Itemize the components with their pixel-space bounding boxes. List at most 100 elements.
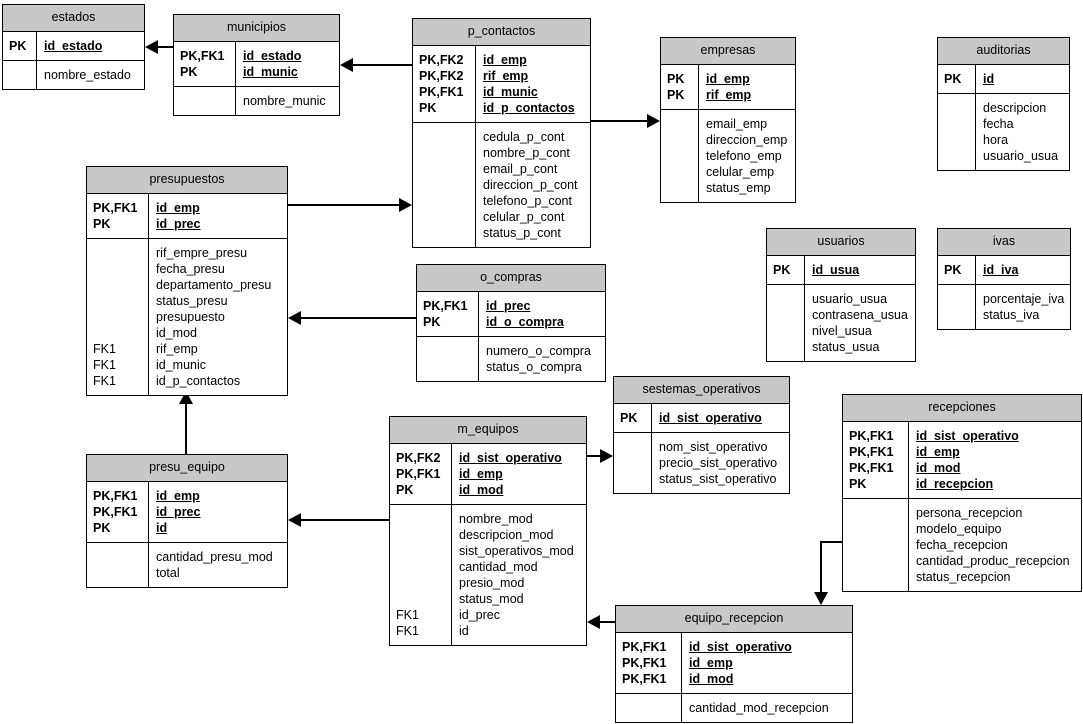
arrowhead-mequipos-presuequipo	[288, 513, 301, 527]
attr-field: fecha	[983, 116, 1014, 131]
attr-field: status_recepcion	[916, 569, 1011, 584]
key-flag: PK	[849, 476, 867, 491]
entity-estados[interactable]: estados PK id_estado nombre_estado	[2, 4, 145, 90]
entity-title-sestemas-operativos: sestemas_operativos	[614, 377, 789, 404]
connector-municipios-estados	[158, 46, 174, 48]
entity-title-ivas: ivas	[938, 229, 1070, 256]
attr-field: persona_recepcion	[916, 505, 1023, 520]
key-flag: PK,FK1	[93, 200, 138, 215]
attr-field: descripcion	[983, 100, 1047, 115]
entity-o-compras[interactable]: o_compras PK,FK1 PK id_prec id_o_compra …	[416, 264, 606, 382]
entity-usuarios[interactable]: usuarios PK id_usua usuario_usua contras…	[766, 228, 916, 362]
key-field: id_emp	[459, 466, 503, 481]
attr-field: status_presu	[156, 293, 228, 308]
entity-m-equipos[interactable]: m_equipos PK,FK2 PK,FK1 PK id_sist_opera…	[389, 416, 587, 646]
entity-title-estados: estados	[3, 5, 144, 32]
entity-title-usuarios: usuarios	[767, 229, 915, 256]
connector-mequipos-presuequipo	[301, 519, 389, 521]
entity-keys-sestemas-operativos: PK id_sist_operativo	[614, 403, 789, 433]
attr-flag	[93, 325, 144, 341]
entity-attributes-usuarios: usuario_usua contrasena_usua nivel_usua …	[767, 284, 915, 361]
attr-flag	[93, 293, 144, 309]
entity-title-recepciones: recepciones	[843, 395, 1081, 422]
key-flag: PK,FK1	[93, 488, 138, 503]
attr-field: nombre_mod	[459, 511, 533, 526]
attr-field: descripcion_mod	[459, 527, 554, 542]
attr-flag	[396, 543, 447, 559]
attr-field: cantidad_produc_recepcion	[916, 553, 1070, 568]
key-field: id_prec	[156, 216, 201, 231]
key-flag: PK	[667, 71, 685, 86]
entity-keys-usuarios: PK id_usua	[767, 255, 915, 285]
key-field: id_emp	[689, 655, 733, 670]
attr-field: cantidad_mod	[459, 559, 538, 574]
entity-attributes-empresas: email_emp direccion_emp telefono_emp cel…	[661, 109, 795, 202]
attr-field: direccion_p_cont	[483, 177, 578, 192]
attr-field: modelo_equipo	[916, 521, 1002, 536]
entity-keys-presu-equipo: PK,FK1 PK,FK1 PK id_emp id_prec id	[87, 481, 287, 543]
key-field: id_mod	[916, 460, 961, 475]
entity-attributes-recepciones: persona_recepcion modelo_equipo fecha_re…	[843, 498, 1081, 591]
key-field: id	[983, 71, 995, 86]
attr-flag	[667, 116, 694, 132]
entity-p-contactos[interactable]: p_contactos PK,FK2 PK,FK2 PK,FK1 PK id_e…	[412, 18, 591, 248]
entity-presu-equipo[interactable]: presu_equipo PK,FK1 PK,FK1 PK id_emp id_…	[86, 454, 288, 588]
entity-title-equipo-recepcion: equipo_recepcion	[616, 606, 852, 633]
attr-field: email_emp	[706, 116, 768, 131]
connector-presuequipo-presupuestos	[185, 403, 187, 455]
attr-field: cantidad_presu_mod	[156, 549, 273, 564]
attr-field: contrasena_usua	[812, 307, 908, 322]
entity-recepciones[interactable]: recepciones PK,FK1 PK,FK1 PK,FK1 PK id_s…	[842, 394, 1082, 592]
attr-field: fecha_presu	[156, 261, 225, 276]
key-flag: PK,FK1	[396, 466, 441, 481]
attr-field: hora	[983, 132, 1009, 147]
key-field: id_o_compra	[486, 314, 564, 329]
attr-flag	[944, 100, 971, 116]
entity-sestemas-operativos[interactable]: sestemas_operativos PK id_sist_operativo…	[613, 376, 790, 494]
key-field: rif_emp	[483, 68, 529, 83]
key-flag: PK	[396, 482, 414, 497]
connector-mequipos-sestemas	[587, 455, 600, 457]
entity-keys-o-compras: PK,FK1 PK id_prec id_o_compra	[417, 291, 605, 337]
entity-attributes-presupuestos: FK1 FK1 FK1 rif_empre_presu fecha_presu …	[87, 238, 287, 395]
key-flag: PK,FK1	[849, 444, 894, 459]
attr-field: rif_empre_presu	[156, 245, 248, 260]
attr-field: fecha_recepcion	[916, 537, 1008, 552]
arrowhead-mequipos-sestemas	[600, 449, 613, 463]
attr-field: status_iva	[983, 307, 1040, 322]
attr-field: sist_operativos_mod	[459, 543, 574, 558]
attr-field: nombre_munic	[243, 93, 326, 108]
entity-ivas[interactable]: ivas PK id_iva porcentaje_iva status_iva	[937, 228, 1071, 330]
attr-field: porcentaje_iva	[983, 291, 1065, 306]
entity-equipo-recepcion[interactable]: equipo_recepcion PK,FK1 PK,FK1 PK,FK1 id…	[615, 605, 853, 723]
attr-field: status_sist_operativo	[659, 471, 777, 486]
entity-municipios[interactable]: municipios PK,FK1 PK id_estado id_munic …	[173, 14, 340, 116]
attr-flag	[396, 511, 447, 527]
key-field: id_prec	[156, 504, 201, 519]
key-field: id_emp	[483, 52, 527, 67]
attr-flag	[93, 549, 144, 565]
attr-flag	[622, 700, 677, 716]
attr-field: total	[156, 565, 180, 580]
entity-presupuestos[interactable]: presupuestos PK,FK1 PK id_emp id_prec FK…	[86, 166, 288, 396]
connector-recepciones-equiporecepcion-h	[820, 541, 844, 543]
entity-keys-auditorias: PK id	[938, 64, 1069, 94]
entity-keys-presupuestos: PK,FK1 PK id_emp id_prec	[87, 193, 287, 239]
key-flag: PK,FK1	[93, 504, 138, 519]
attr-field: celular_p_cont	[483, 209, 565, 224]
entity-title-empresas: empresas	[661, 38, 795, 65]
attr-flag	[423, 343, 474, 359]
key-field: id_emp	[916, 444, 960, 459]
key-flag: PK,FK1	[180, 48, 225, 63]
attr-flag	[620, 439, 647, 455]
entity-keys-m-equipos: PK,FK2 PK,FK1 PK id_sist_operativo id_em…	[390, 443, 586, 505]
entity-empresas[interactable]: empresas PK PK id_emp rif_emp email_emp …	[660, 37, 796, 203]
attr-field: telefono_emp	[706, 148, 782, 163]
key-flag: PK,FK2	[419, 52, 464, 67]
key-field: id_mod	[689, 671, 734, 686]
attr-field: status_usua	[812, 339, 880, 354]
key-field: id_munic	[483, 84, 538, 99]
entity-auditorias[interactable]: auditorias PK id descripcion fecha hora …	[937, 37, 1070, 171]
attr-flag: FK1	[93, 357, 116, 372]
key-flag: PK	[93, 520, 111, 535]
